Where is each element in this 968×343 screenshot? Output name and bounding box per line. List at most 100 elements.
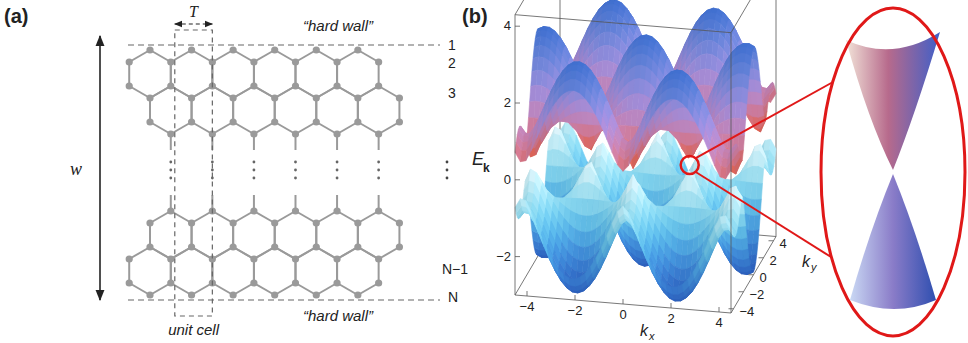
carbon-bond xyxy=(358,50,379,62)
surface-patch xyxy=(526,201,533,217)
carbon-atom xyxy=(292,279,299,286)
surface-patch xyxy=(757,167,764,184)
carbon-bond xyxy=(254,122,275,134)
carbon-bond xyxy=(254,86,275,98)
band-surface xyxy=(515,0,776,301)
carbon-atom xyxy=(167,82,174,89)
carbon-atom xyxy=(375,58,382,65)
box-edge xyxy=(776,0,777,237)
carbon-atom xyxy=(292,255,299,262)
ellipsis-dot xyxy=(377,177,380,180)
carbon-bond xyxy=(274,223,276,247)
ellipsis-dot xyxy=(294,177,297,180)
carbon-atom xyxy=(188,291,195,298)
carbon-atom xyxy=(250,279,257,286)
surface-patch xyxy=(758,151,765,169)
carbon-bond xyxy=(316,283,337,295)
carbon-bond xyxy=(192,86,213,98)
carbon-atom xyxy=(126,58,133,65)
carbon-atom xyxy=(333,279,340,286)
carbon-bond xyxy=(398,223,400,247)
surface-patch xyxy=(756,183,763,200)
carbon-bond xyxy=(212,86,233,98)
carbon-bond xyxy=(150,122,171,134)
ellipsis-dot xyxy=(253,161,256,164)
carbon-bond xyxy=(212,211,233,223)
carbon-bond xyxy=(295,50,316,62)
carbon-atom xyxy=(375,279,382,286)
carbon-bond xyxy=(357,223,359,247)
carbon-bond xyxy=(171,86,192,98)
carbon-atom xyxy=(250,58,257,65)
carbon-bond xyxy=(295,211,316,223)
ellipsis-dot xyxy=(446,161,449,164)
carbon-atom xyxy=(188,46,195,53)
surface-patch xyxy=(699,251,706,268)
surface-patch xyxy=(601,236,608,253)
carbon-atom xyxy=(396,94,403,101)
carbon-atom xyxy=(230,243,237,250)
ellipsis-dot xyxy=(336,161,339,164)
carbon-atom xyxy=(396,219,403,226)
carbon-atom xyxy=(146,219,153,226)
carbon-atom xyxy=(292,130,299,137)
carbon-atom xyxy=(313,94,320,101)
carbon-bond xyxy=(358,283,379,295)
ellipsis-dot xyxy=(336,177,339,180)
carbon-atom xyxy=(396,243,403,250)
surface-patch xyxy=(655,272,662,286)
surface-patch xyxy=(741,238,748,250)
carbon-atom xyxy=(250,82,257,89)
carbon-atom xyxy=(271,219,278,226)
carbon-atom xyxy=(146,243,153,250)
carbon-atom xyxy=(230,291,237,298)
carbon-bond xyxy=(150,86,171,98)
surface-patch xyxy=(671,168,678,176)
carbon-atom xyxy=(230,118,237,125)
carbon-bond xyxy=(336,259,338,283)
carbon-atom xyxy=(313,243,320,250)
surface-patch xyxy=(537,225,544,243)
carbon-bond xyxy=(253,259,255,283)
carbon-atom xyxy=(354,46,361,53)
carbon-bond xyxy=(170,259,172,283)
carbon-bond xyxy=(379,247,400,259)
ellipsis-dot xyxy=(169,161,172,164)
surface-patch xyxy=(553,260,560,275)
carbon-atom xyxy=(354,219,361,226)
width-arrow xyxy=(99,36,101,300)
carbon-atom xyxy=(271,243,278,250)
carbon-atom xyxy=(188,219,195,226)
ellipsis-dot xyxy=(169,177,172,180)
carbon-bond xyxy=(337,211,358,223)
ellipsis-dot xyxy=(253,177,256,180)
surface-patch xyxy=(639,238,646,256)
carbon-atom xyxy=(292,82,299,89)
carbon-bond xyxy=(316,86,337,98)
carbon-atom xyxy=(292,58,299,65)
carbon-atom xyxy=(354,291,361,298)
surface-patch xyxy=(645,251,652,268)
period-arrow xyxy=(175,23,213,24)
carbon-bond xyxy=(358,86,379,98)
carbon-bond xyxy=(253,259,255,283)
ellipsis-dot xyxy=(169,169,172,172)
carbon-bond xyxy=(295,247,316,259)
ellipsis-dot xyxy=(211,169,214,172)
carbon-bond xyxy=(294,259,296,283)
surface-patch xyxy=(753,229,760,244)
ellipsis-dot xyxy=(211,161,214,164)
carbon-atom xyxy=(271,46,278,53)
carbon-atom xyxy=(375,130,382,137)
carbon-bond xyxy=(358,247,379,259)
surface-patch xyxy=(634,225,641,244)
carbon-bond xyxy=(337,86,358,98)
carbon-bond xyxy=(192,122,213,134)
carbon-atom xyxy=(188,94,195,101)
carbon-atom xyxy=(146,291,153,298)
carbon-bond xyxy=(274,223,276,247)
carbon-bond xyxy=(379,86,400,98)
surface-patch xyxy=(650,262,657,278)
carbon-bond xyxy=(379,122,400,134)
carbon-bond xyxy=(275,247,296,259)
